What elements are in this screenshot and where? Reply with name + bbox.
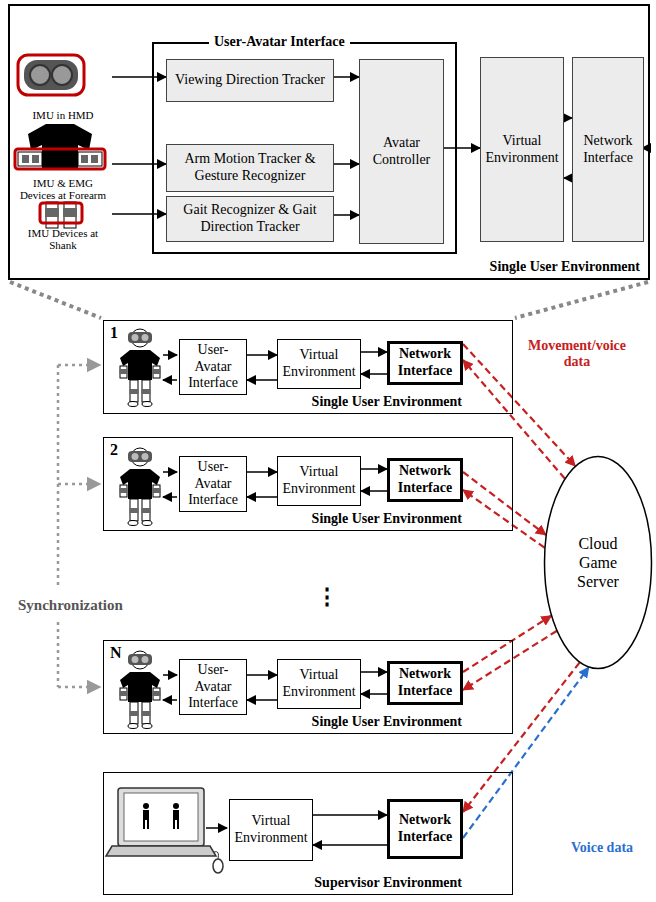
flow-arrow [112,76,166,78]
interface-group: User-Avatar InterfaceViewing Direction T… [152,42,457,254]
flow-arrow [247,354,277,356]
node-text: IMU Devices at Shank [14,227,112,252]
callout-number: N [110,644,122,662]
flow-arrow [313,814,387,816]
node-text: User-Avatar Interface [183,459,243,509]
module-box: Gait Recognizer & Gait Direction Tracker [166,196,334,242]
edge-label: Movement/voice data [518,338,636,370]
node-text: Virtual Environment [281,464,357,498]
note-label: Synchronization [18,597,123,614]
node-text: Single User Environment [490,259,640,275]
data-arrow [463,667,589,838]
cloud-server: Cloud Game Server [543,455,653,670]
node-text: Arm Motion Tracker & Gesture Recognizer [170,151,330,185]
network-box: Network Interface [387,458,463,502]
network-box: Network Interface [387,341,463,385]
callout-number: ⋮ [316,584,338,610]
sensor-device: IMU Devices at Shank [14,202,112,252]
environment-panel: Single User Environment IMU in HMD IMU & E… [8,4,650,280]
data-arrow [463,360,565,479]
flow-arrow [247,379,277,381]
data-arrow [463,472,546,535]
callout-number: 2 [110,441,118,459]
flow-arrow [444,147,480,149]
process-box: Virtual Environment [277,339,361,389]
node-text: Gait Recognizer & Gait Direction Tracker [170,202,330,236]
node-text: User-Avatar Interface [183,342,243,392]
sensor-device: IMU in HMD [14,52,112,122]
flow-arrow [564,117,572,119]
node-text: Viewing Direction Tracker [175,72,325,89]
process-box: Virtual Environment [229,799,313,861]
flow-arrow [334,163,359,165]
node-text: Virtual Environment [233,813,309,847]
flow-arrow [361,671,387,673]
environment-box: Single User Environment User-Avatar Inter… [103,437,513,531]
flow-arrow [564,177,572,179]
process-box: User-Avatar Interface [179,456,247,512]
module-box: Avatar Controller [359,59,444,244]
environment-box: Single User Environment User-Avatar Inter… [103,640,513,734]
node-text: Network Interface [393,346,457,380]
network-box: Network Interface [387,661,463,705]
node-text: User-Avatar Interface [183,662,243,712]
flow-arrow [334,214,359,216]
flow-arrow [361,693,387,695]
module-box: Arm Motion Tracker & Gesture Recognizer [166,144,334,192]
flow-arrow [247,496,277,498]
node-text: Virtual Environment [484,133,560,167]
flow-arrow [247,699,277,701]
flow-arrow [112,213,166,215]
node-text: Single User Environment [312,714,462,730]
node-text: Network Interface [393,812,457,846]
flow-arrow [361,468,387,470]
module-box: Viewing Direction Tracker [166,59,334,102]
sensor-device: IMU & EMG Devices at Forearm [14,124,112,202]
node-text: Virtual Environment [281,667,357,701]
data-arrow [463,663,580,812]
environment-box: Single User Environment User-Avatar Inter… [103,320,513,414]
network-box: Network Interface [387,799,463,859]
node-text: Avatar Controller [363,135,440,169]
environment-box: Supervisor Environment Virtual Environmen… [103,772,513,895]
node-text: IMU & EMG Devices at Forearm [14,177,112,202]
process-box: Virtual Environment [277,659,361,709]
node-text: Network Interface [576,133,640,167]
node-text: Cloud Game Server [558,534,638,592]
flow-arrow [334,76,359,78]
node-text: Single User Environment [312,394,462,410]
node-text: Supervisor Environment [314,875,462,891]
flow-arrow [247,471,277,473]
flow-arrow [313,844,387,846]
process-box: User-Avatar Interface [179,339,247,395]
flow-arrow [361,490,387,492]
node-text: Single User Environment [312,511,462,527]
node-text: User-Avatar Interface [209,34,350,50]
flow-arrow [361,373,387,375]
process-box: Virtual Environment [277,456,361,506]
callout-number: 1 [110,324,118,342]
module-box: Virtual Environment [480,57,564,242]
flow-arrow [112,163,166,165]
data-arrow [463,490,545,548]
node-text: Network Interface [393,463,457,497]
flow-arrow [361,351,387,353]
edge-label: Voice data [562,840,642,856]
node-text: Network Interface [393,666,457,700]
node-text: IMU in HMD [32,109,93,122]
process-box: User-Avatar Interface [179,659,247,715]
module-box: Network Interface [572,57,644,242]
node-text: Virtual Environment [281,347,357,381]
flow-arrow [247,674,277,676]
